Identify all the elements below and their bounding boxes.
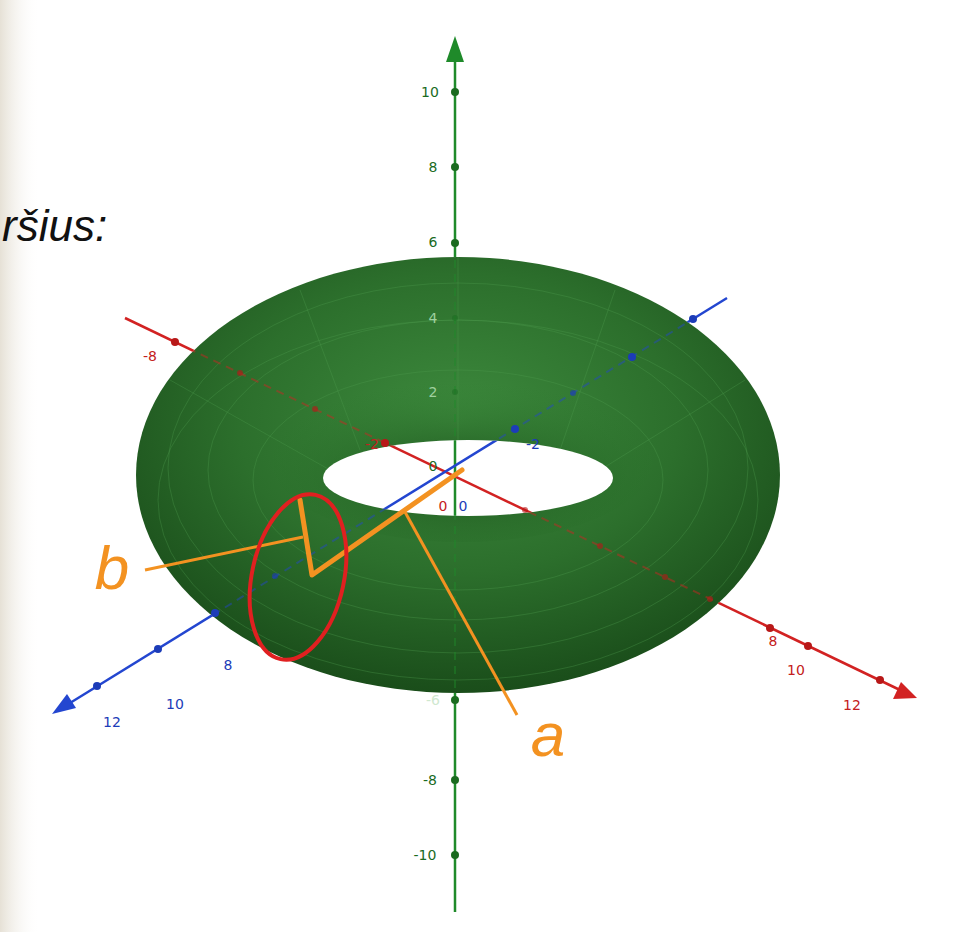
axis-tick: -2 <box>365 437 379 451</box>
heading-fragment: ršius: <box>2 204 107 248</box>
axis-tick: -8 <box>423 773 437 787</box>
axis-tick: -2 <box>526 437 540 451</box>
axis-tick: 10 <box>166 697 184 711</box>
axis-tick: 0 <box>459 499 468 513</box>
axis-tick: 12 <box>103 715 121 729</box>
axis-tick: 10 <box>421 85 439 99</box>
axis-tick: 8 <box>429 160 438 174</box>
axis-tick: 10 <box>787 663 805 677</box>
radius-label: b <box>95 537 129 599</box>
axis-tick: 4 <box>429 311 438 325</box>
axis-tick: -10 <box>414 848 437 862</box>
axis-tick: -8 <box>143 349 157 363</box>
axis-tick: 8 <box>769 634 778 648</box>
axis-tick: 8 <box>224 658 233 672</box>
radius-label: a <box>531 704 565 766</box>
axis-tick: 0 <box>439 499 448 513</box>
axis-tick: 2 <box>429 385 438 399</box>
axis-tick: 0 <box>429 459 438 473</box>
axis-tick: 6 <box>429 235 438 249</box>
axis-tick: -6 <box>426 693 440 707</box>
axis-tick: 12 <box>843 698 861 712</box>
